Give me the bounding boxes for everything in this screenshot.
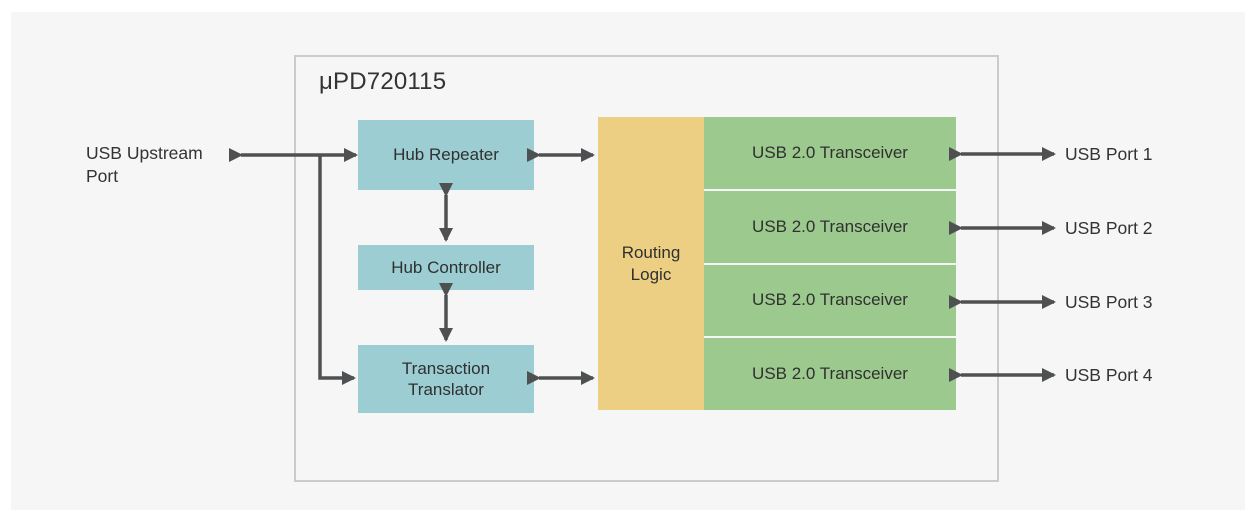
- routing-logic-block: Routing Logic: [598, 117, 704, 410]
- chip-title: μPD720115: [319, 68, 447, 95]
- hub-repeater-label: Hub Repeater: [393, 145, 499, 165]
- chip-outline: [294, 55, 999, 482]
- transceiver-label-2: USB 2.0 Transceiver: [752, 216, 908, 236]
- usb-upstream-port-label: USB Upstream Port: [86, 143, 203, 186]
- usb-port-3-label: USB Port 3: [1065, 292, 1153, 312]
- transceiver-label-4: USB 2.0 Transceiver: [752, 364, 908, 384]
- usb-port-4-label: USB Port 4: [1065, 365, 1153, 385]
- transceiver-block-4: USB 2.0 Transceiver: [704, 338, 956, 410]
- transaction-translator-label: Transaction Translator: [401, 358, 491, 399]
- transaction-translator-block: Transaction Translator: [358, 345, 534, 413]
- hub-repeater-block: Hub Repeater: [358, 120, 534, 190]
- transceiver-block-3: USB 2.0 Transceiver: [704, 264, 956, 337]
- routing-logic-label: Routing Logic: [621, 243, 681, 284]
- transceiver-block-1: USB 2.0 Transceiver: [704, 117, 956, 189]
- transceiver-block-2: USB 2.0 Transceiver: [704, 190, 956, 263]
- transceiver-label-3: USB 2.0 Transceiver: [752, 290, 908, 310]
- usb-port-1-label: USB Port 1: [1065, 144, 1153, 164]
- hub-controller-label: Hub Controller: [391, 257, 501, 277]
- hub-controller-block: Hub Controller: [358, 245, 534, 290]
- usb-port-2-label: USB Port 2: [1065, 218, 1153, 238]
- diagram-card: μPD720115 Hub Repeater Hub Controller Tr…: [11, 12, 1245, 510]
- transceiver-stack: USB 2.0 Transceiver USB 2.0 Transceiver …: [704, 117, 956, 410]
- transceiver-label-1: USB 2.0 Transceiver: [752, 142, 908, 162]
